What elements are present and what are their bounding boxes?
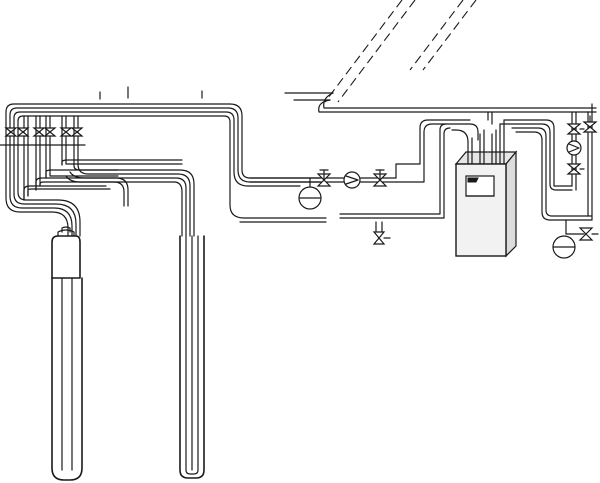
circulation-pump-icon bbox=[343, 171, 361, 189]
valve-icon bbox=[566, 123, 585, 135]
middle-probe-feed-pipes bbox=[35, 147, 195, 237]
valve-icon bbox=[70, 127, 84, 137]
expansion-vessel-icon bbox=[298, 177, 322, 210]
valve-icon bbox=[372, 169, 388, 187]
left-probe-feed-pipes bbox=[5, 149, 111, 237]
heat-pump-unit-icon bbox=[454, 119, 518, 258]
left-borehole-probe bbox=[51, 226, 83, 481]
valve-icon bbox=[316, 169, 332, 187]
valve-icon bbox=[582, 115, 598, 133]
valve-icon bbox=[4, 127, 18, 137]
valve-icon bbox=[578, 227, 599, 241]
right-valve-group bbox=[566, 115, 598, 175]
roof-outline bbox=[284, 0, 597, 113]
middle-borehole-probe bbox=[179, 235, 205, 479]
drain-valve bbox=[372, 221, 391, 245]
valve-icon bbox=[372, 231, 391, 245]
valve-icon bbox=[32, 127, 46, 137]
supply-line-components bbox=[249, 119, 471, 210]
valve-icon bbox=[59, 127, 73, 137]
valve-icon bbox=[16, 127, 30, 137]
header-pipe-bundle bbox=[5, 103, 327, 223]
right-expansion-vessel bbox=[552, 219, 599, 259]
expansion-vessel-icon bbox=[552, 235, 576, 259]
return-pipe bbox=[339, 123, 451, 219]
tick-marks bbox=[99, 86, 203, 100]
valve-icon bbox=[43, 127, 57, 137]
left-valve-cluster bbox=[0, 115, 86, 201]
valve-icon bbox=[566, 163, 585, 175]
circulation-pump-icon bbox=[566, 140, 582, 156]
